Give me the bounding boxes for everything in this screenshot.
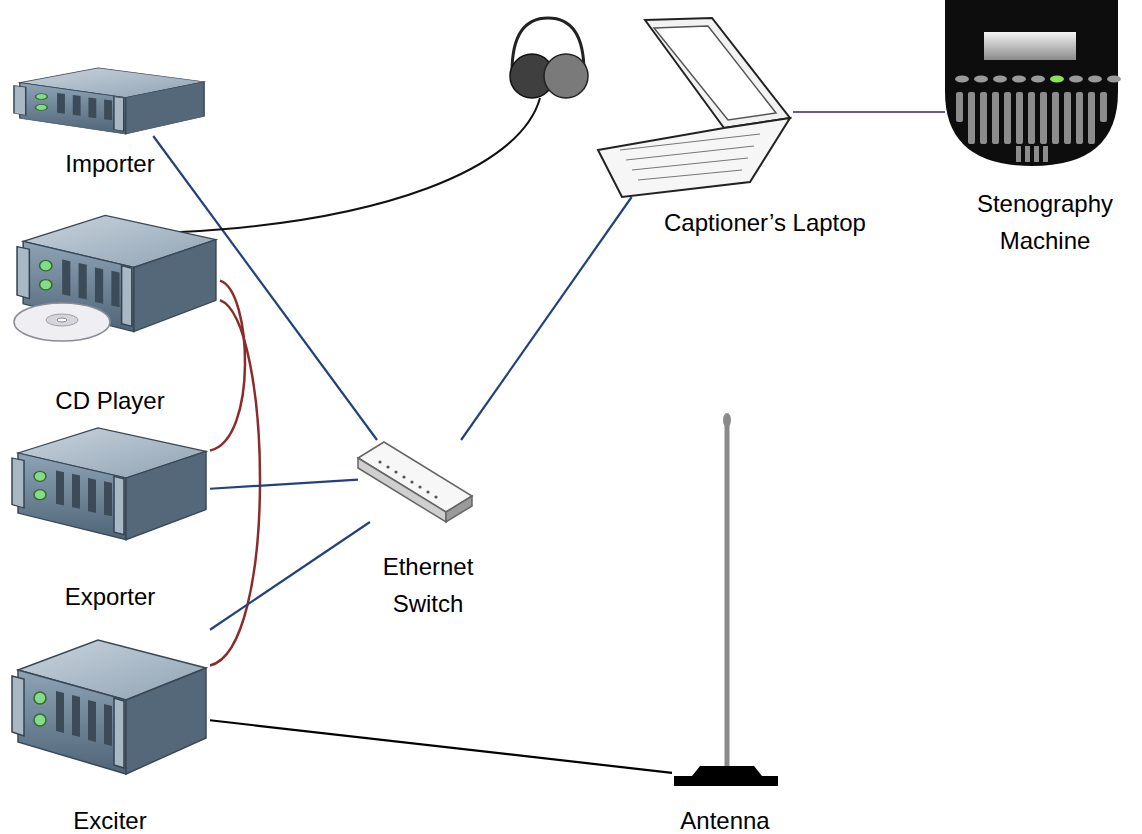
- device-label: Importer: [50, 145, 170, 182]
- importer-server: [14, 68, 204, 134]
- laptop-node: Captioner’s Laptop: [598, 15, 793, 197]
- ethernet-switch-icon: [358, 442, 472, 522]
- importer-node: Importer: [12, 62, 208, 136]
- exciter-node: Exciter: [10, 628, 210, 778]
- exporter-server: [12, 428, 206, 540]
- stenography-machine-icon: [945, 0, 1121, 166]
- device-label: Ethernet Switch: [363, 548, 493, 622]
- device-label: CD Player: [30, 382, 190, 419]
- device-label: Antenna: [660, 802, 790, 834]
- device-label: Exciter: [50, 802, 170, 834]
- switch-node: Ethernet Switch: [358, 440, 473, 522]
- device-label: Captioner’s Laptop: [625, 204, 905, 241]
- exporter-node: Exporter: [10, 418, 210, 543]
- cable-connector: [793, 111, 945, 113]
- laptop-icon: [598, 18, 790, 197]
- compact-disc: [14, 303, 110, 341]
- antenna-icon: [674, 413, 778, 786]
- stenography-node: Stenography Machine: [945, 0, 1120, 166]
- cable-connector: [461, 197, 632, 440]
- cable-connector: [210, 720, 672, 773]
- antenna-node: Antenna: [672, 412, 778, 788]
- cd-player-node: CD Player: [15, 205, 220, 345]
- headphones: [510, 18, 588, 98]
- device-label: Stenography Machine: [950, 185, 1140, 259]
- exciter-server: [12, 640, 206, 774]
- cable-connector: [210, 300, 260, 665]
- headphone-cable: [180, 98, 540, 232]
- cable-connector: [210, 480, 358, 489]
- cable-connector: [210, 522, 370, 630]
- device-label: Exporter: [40, 578, 180, 615]
